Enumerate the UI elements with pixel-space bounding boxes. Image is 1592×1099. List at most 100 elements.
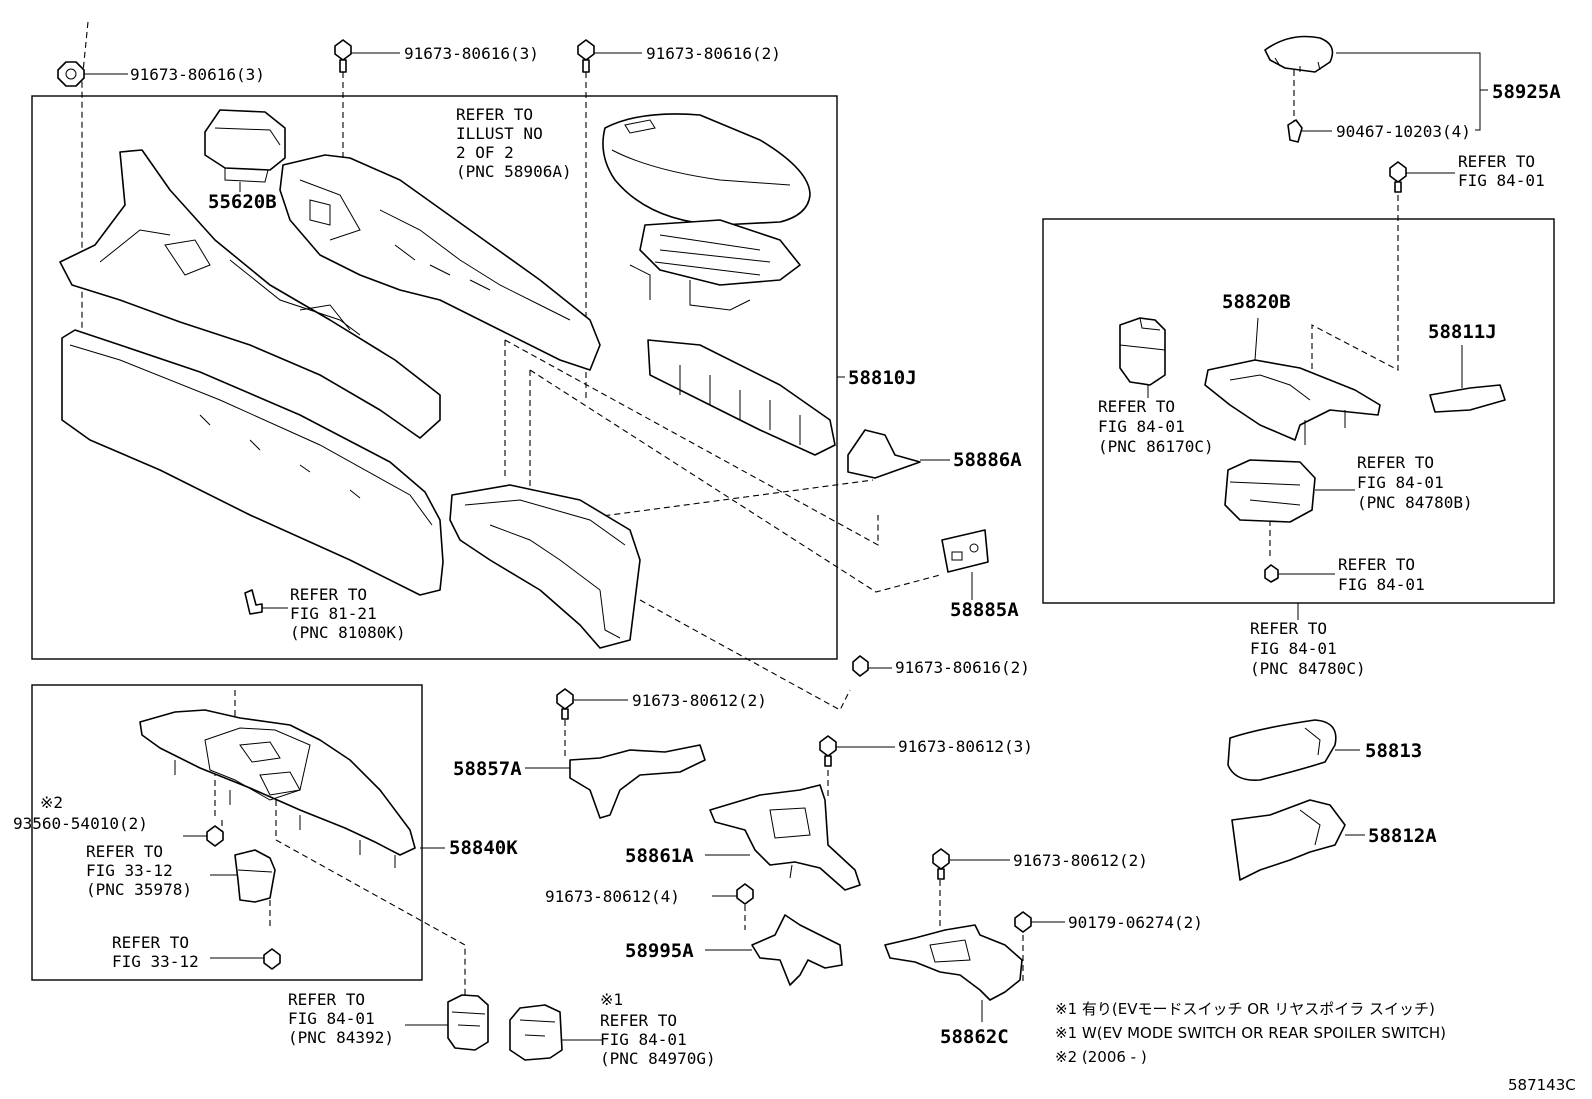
svg-text:※1: ※1	[600, 990, 623, 1009]
svg-text:※1 有り(EVモードスイッチ OR リヤスポイラ: ※1 有り(EVモードスイッチ OR リヤスポイラ スイッチ)	[1055, 1000, 1435, 1018]
svg-text:※2 (2006 - ): ※2 (2006 - )	[1055, 1048, 1147, 1066]
svg-text:REFER TO: REFER TO	[1458, 152, 1535, 171]
bolt-icon	[1014, 911, 1065, 933]
part-number: 58810J	[848, 367, 917, 389]
fastener-label: 91673-80616(3)	[130, 65, 265, 84]
fastener-label: 90179-06274(2)	[1068, 913, 1203, 932]
console-inner-panel	[279, 154, 601, 371]
part-number: 58812A	[1368, 825, 1437, 847]
bolt-icon	[334, 39, 400, 73]
fastener-label: 91673-80612(2)	[1013, 851, 1148, 870]
console-side-panel-upper	[59, 149, 441, 439]
fastener-label: 91673-80616(2)	[646, 44, 781, 63]
fastener-label: 91673-80612(4)	[545, 887, 680, 906]
reference-84970G: ※1 REFER TO FIG 84-01 (PNC 84970G)	[600, 990, 716, 1068]
part-55620B-switch	[204, 109, 286, 192]
svg-text:REFER TO: REFER TO	[456, 105, 533, 124]
part-58886A-bracket	[847, 429, 950, 479]
svg-text:REFER TO: REFER TO	[112, 933, 189, 952]
reference-84780C: REFER TO FIG 84-01 (PNC 84780C)	[1250, 619, 1366, 678]
note-mark-2: ※2	[40, 793, 63, 812]
part-35978-switch	[210, 849, 276, 903]
part-number: 58820B	[1222, 291, 1291, 313]
part-number: 58862C	[940, 1026, 1009, 1048]
svg-text:(PNC 86170C): (PNC 86170C)	[1098, 437, 1214, 456]
svg-text:REFER TO: REFER TO	[1098, 397, 1175, 416]
bolt-icon	[556, 688, 628, 720]
svg-text:FIG 84-01: FIG 84-01	[288, 1009, 375, 1028]
fastener-label: 91673-80616(3)	[404, 44, 539, 63]
part-58857A-bracket	[525, 744, 706, 819]
svg-text:(PNC 58906A): (PNC 58906A)	[456, 162, 572, 181]
fastener-label: 93560-54010(2)	[13, 814, 148, 833]
svg-text:FIG 33-12: FIG 33-12	[86, 861, 173, 880]
reference-84780B: REFER TO FIG 84-01 (PNC 84780B)	[1357, 453, 1473, 512]
svg-text:REFER TO: REFER TO	[290, 585, 367, 604]
reference-fig-84-01-box: REFER TO FIG 84-01	[1338, 555, 1425, 594]
bolt-icon	[183, 825, 224, 847]
armrest-lid	[602, 113, 811, 226]
part-84780B-module	[1224, 459, 1355, 523]
svg-text:ILLUST NO: ILLUST NO	[456, 124, 543, 143]
console-box-liner	[647, 339, 836, 456]
bolt-icon	[577, 39, 642, 73]
svg-text:2 OF 2: 2 OF 2	[456, 143, 514, 162]
svg-text:FIG 84-01: FIG 84-01	[1338, 575, 1425, 594]
svg-text:(PNC 84780B): (PNC 84780B)	[1357, 493, 1473, 512]
part-58862C-bracket	[884, 924, 1023, 1022]
bolt-icon	[57, 61, 128, 87]
svg-text:※1 W(EV MODE SWITCH OR REAR S: ※1 W(EV MODE SWITCH OR REAR SPOILER SWIT…	[1055, 1024, 1446, 1042]
part-58995A-bracket	[705, 914, 843, 986]
fastener-label: 90467-10203(4)	[1336, 122, 1471, 141]
svg-text:FIG 84-01: FIG 84-01	[1458, 171, 1545, 190]
bolt-icon	[852, 655, 892, 677]
armrest-hinge	[629, 219, 801, 311]
part-number: 58857A	[453, 758, 522, 780]
part-number: 55620B	[208, 191, 277, 213]
svg-text:REFER TO: REFER TO	[1357, 453, 1434, 472]
part-58885A-plate	[941, 529, 989, 600]
bolt-icon	[210, 948, 281, 970]
part-58861A-bracket	[705, 784, 861, 891]
svg-text:REFER TO: REFER TO	[86, 842, 163, 861]
svg-text:REFER TO: REFER TO	[1250, 619, 1327, 638]
reference-fig-84-01-top: REFER TO FIG 84-01	[1458, 152, 1545, 190]
part-58925A-cap	[1264, 35, 1488, 143]
svg-text:(PNC 81080K): (PNC 81080K)	[290, 623, 406, 642]
part-number: 58840K	[449, 837, 518, 859]
part-58820B-shift-panel	[1204, 317, 1381, 445]
part-84970G-switch	[509, 1004, 603, 1061]
front-panel-group-frame	[31, 684, 423, 981]
svg-text:FIG 84-01: FIG 84-01	[600, 1030, 687, 1049]
reference-86170C: REFER TO FIG 84-01 (PNC 86170C)	[1098, 397, 1214, 456]
part-number: 58813	[1365, 740, 1422, 762]
svg-text:REFER TO: REFER TO	[600, 1011, 677, 1030]
svg-text:(PNC 84970G): (PNC 84970G)	[600, 1049, 716, 1068]
console-lower-side-panel	[61, 329, 444, 596]
reference-illust-58906A: REFER TO ILLUST NO 2 OF 2 (PNC 58906A)	[456, 105, 572, 181]
bolt-icon	[712, 883, 754, 905]
reference-fig-33-12: REFER TO FIG 33-12	[112, 933, 199, 971]
fastener-label: 91673-80612(2)	[632, 691, 767, 710]
svg-text:(PNC 35978): (PNC 35978)	[86, 880, 192, 899]
reference-35978: REFER TO FIG 33-12 (PNC 35978)	[86, 842, 192, 899]
assembly-dash-lines	[81, 21, 1399, 995]
part-84392-switch	[405, 994, 489, 1051]
part-58840K-panel	[139, 709, 445, 868]
svg-text:REFER TO: REFER TO	[288, 990, 365, 1009]
bolt-icon	[1389, 161, 1455, 193]
part-86170C-switch	[1119, 317, 1166, 398]
reference-84392: REFER TO FIG 84-01 (PNC 84392)	[288, 990, 394, 1047]
part-number: 58811J	[1428, 321, 1497, 343]
bolt-icon	[932, 848, 1010, 880]
bolt-icon	[819, 735, 895, 767]
illustration-code: 587143C	[1508, 1076, 1576, 1094]
svg-text:REFER TO: REFER TO	[1338, 555, 1415, 574]
part-number: 58995A	[625, 940, 694, 962]
part-58813-cover	[1227, 719, 1360, 782]
svg-text:(PNC 84392): (PNC 84392)	[288, 1028, 394, 1047]
svg-text:FIG 84-01: FIG 84-01	[1250, 639, 1337, 658]
fastener-label: 91673-80612(3)	[898, 737, 1033, 756]
part-number: 58886A	[953, 449, 1022, 471]
part-number: 58885A	[950, 599, 1019, 621]
